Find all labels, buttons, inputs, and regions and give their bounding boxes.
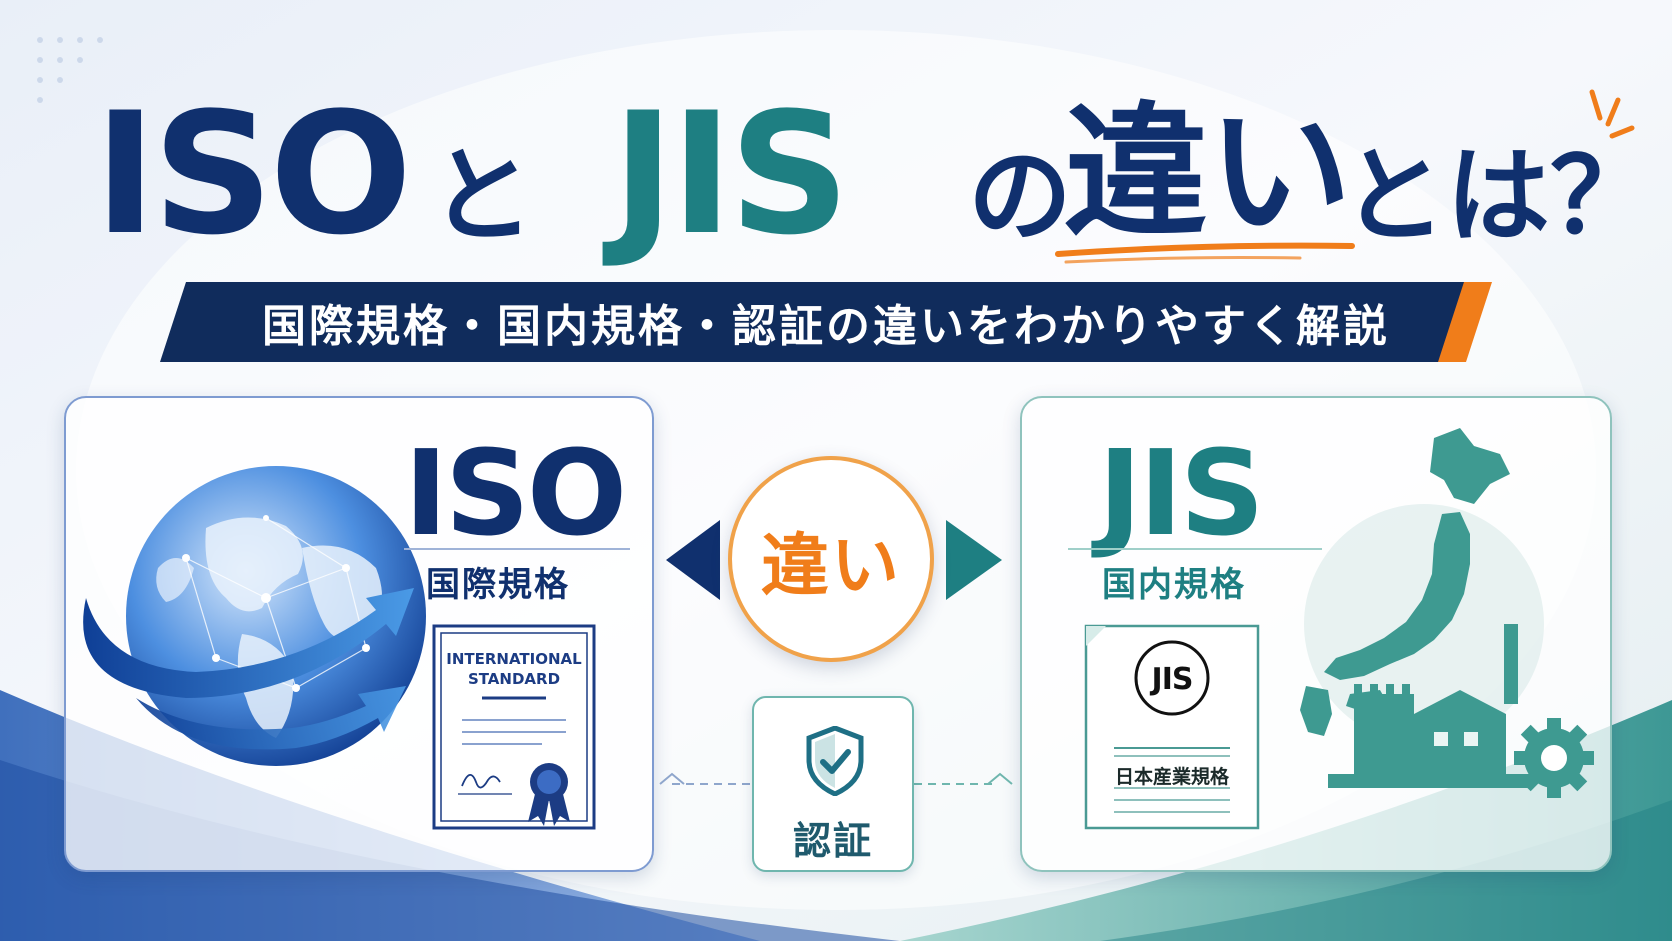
certificate-icon: INTERNATIONAL STANDARD [432, 624, 596, 830]
headline-jis: JIS [612, 76, 850, 272]
globe-icon [83, 466, 426, 766]
certification-label: 認証 [792, 819, 873, 863]
jis-card-title: JIS [1098, 424, 1265, 562]
gear-icon [1514, 718, 1594, 798]
jis-mark: JIS [1151, 662, 1194, 697]
iso-card: ISO 国際規格 INTERNATIONAL STANDARD [64, 396, 654, 872]
subtitle-text: 国際規格・国内規格・認証の違いをわかりやすく解説 [262, 301, 1390, 352]
cert-line-1: INTERNATIONAL [446, 650, 582, 668]
jis-doc-label: 日本産業規格 [1114, 766, 1229, 788]
subtitle-banner-shape [160, 282, 1492, 362]
cert-line-2: STANDARD [467, 670, 561, 688]
headline-tohaq: とは？ [1342, 135, 1655, 257]
headline-chigai: 違い [1064, 88, 1353, 256]
factory-icon [1328, 624, 1528, 788]
swoosh-arrow-icon [83, 588, 414, 750]
iso-divider [404, 548, 630, 550]
difference-badge-label: 違い [760, 526, 901, 606]
japan-map-icon [1300, 428, 1594, 798]
difference-badge: 違い [728, 456, 934, 662]
headline-to: と [430, 135, 535, 257]
ribbon-seal-icon [528, 763, 570, 826]
subtitle-banner: 国際規格・国内規格・認証の違いをわかりやすく解説 [160, 282, 1492, 362]
jis-divider [1068, 548, 1322, 550]
shield-check-icon [806, 726, 864, 796]
jis-card-subtitle: 国内規格 [1102, 565, 1246, 605]
iso-card-title: ISO [404, 424, 627, 562]
certification-box: 認証 [752, 696, 914, 872]
main-headline: ISO と JIS の 違い とは？ [0, 62, 1672, 272]
connector-lines [659, 772, 1013, 785]
jis-document-icon: JIS 日本産業規格 [1084, 624, 1260, 830]
arrow-left-icon [666, 520, 720, 600]
headline-iso: ISO [94, 76, 412, 272]
arrow-right-icon [946, 520, 1002, 600]
headline-no: の [968, 135, 1073, 257]
iso-card-subtitle: 国際規格 [426, 565, 570, 605]
jis-card: JIS 国内規格 JIS 日本産業規格 [1020, 396, 1612, 872]
